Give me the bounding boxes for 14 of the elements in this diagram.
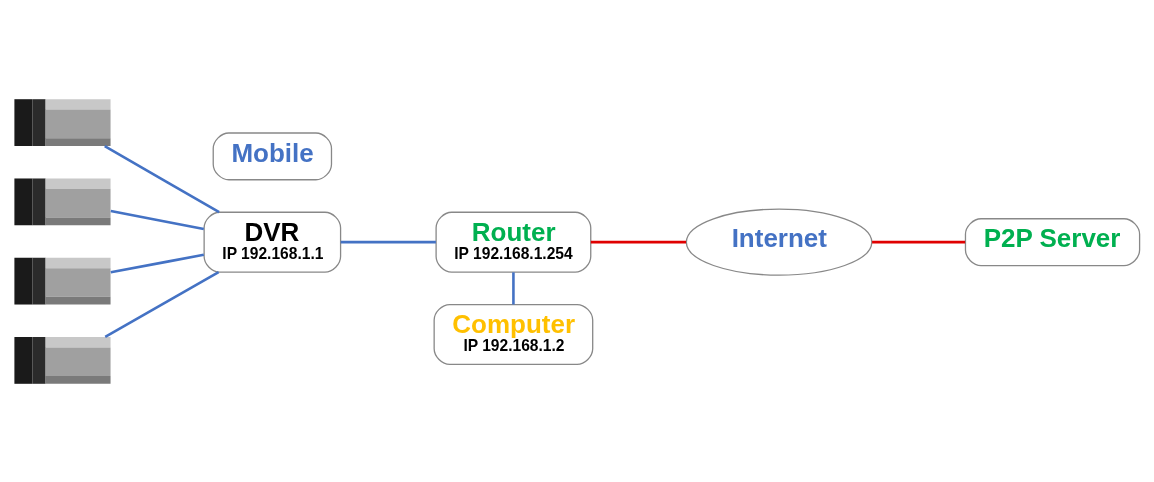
connector	[104, 270, 220, 338]
node-box: Computer IP 192.168.1.2	[433, 303, 594, 365]
connector	[110, 253, 204, 274]
connector	[872, 240, 966, 243]
node-ellipse: Internet	[685, 208, 873, 276]
connector	[110, 209, 205, 230]
node-box: Router IP 192.168.1.254	[435, 211, 592, 273]
connector	[512, 271, 515, 304]
connector	[340, 240, 436, 243]
connector	[590, 240, 686, 243]
connector	[104, 144, 220, 213]
node-box: P2P Server	[964, 217, 1141, 266]
node-box: Mobile	[212, 131, 333, 180]
node-box: DVR IP 192.168.1.1	[203, 211, 342, 273]
